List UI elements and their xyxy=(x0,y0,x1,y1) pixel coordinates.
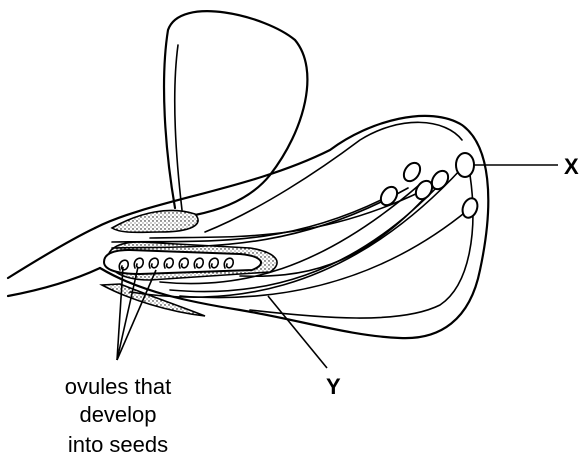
label-y: Y xyxy=(326,374,341,399)
keel-inner-1 xyxy=(205,122,462,232)
anthers xyxy=(378,153,480,220)
ovules-label-line-3: into seeds xyxy=(68,432,168,457)
keel-inner-2 xyxy=(250,175,473,318)
sepal xyxy=(112,210,198,232)
y-pointer xyxy=(268,296,327,368)
ovules-label-line-1: ovules that xyxy=(65,374,171,399)
upright-petal-inner xyxy=(175,45,182,210)
ovule-pointer-3 xyxy=(117,270,156,360)
stigma xyxy=(456,153,474,177)
ovules-label-line-2: develop xyxy=(79,402,156,427)
stem xyxy=(8,228,100,296)
label-x: X xyxy=(564,154,579,179)
